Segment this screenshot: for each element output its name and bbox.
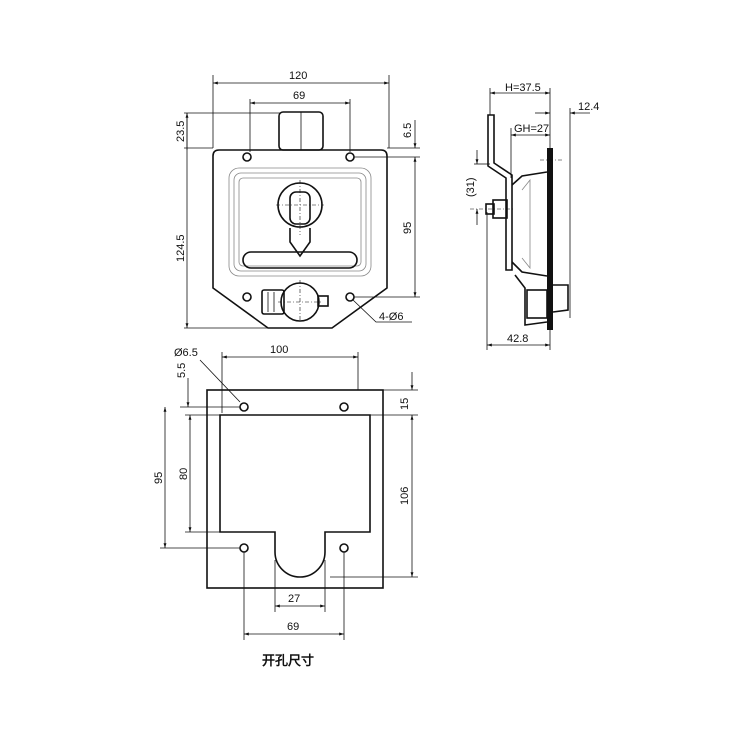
dim-42-8: 42.8 <box>507 333 528 345</box>
dim-95-cutout: 95 <box>153 472 165 484</box>
front-view: 120 69 23.5 124.5 6.5 95 4-Ø6 <box>175 70 420 329</box>
dim-hole-dia: Ø6.5 <box>174 347 198 359</box>
dim-27: 27 <box>288 593 300 605</box>
dim-100: 100 <box>270 344 288 356</box>
cutout-view: Ø6.5 100 5.5 95 80 15 106 27 69 开孔尺寸 <box>153 344 418 668</box>
dim-5-5: 5.5 <box>176 363 188 378</box>
side-view: H=37.5 12.4 GH=27 (31) 42.8 <box>465 82 599 350</box>
dim-69-cutout: 69 <box>287 621 299 633</box>
dim-23-5: 23.5 <box>175 121 187 142</box>
dim-69-front: 69 <box>293 90 305 102</box>
dim-12-4: 12.4 <box>578 101 599 113</box>
dim-gh: GH=27 <box>514 123 549 135</box>
dim-15: 15 <box>399 398 411 410</box>
dim-95-front: 95 <box>402 222 414 234</box>
dim-h: H=37.5 <box>505 82 541 94</box>
dim-31: (31) <box>465 177 477 197</box>
cutout-holes <box>239 402 349 553</box>
dim-4-holes: 4-Ø6 <box>379 311 403 323</box>
dim-120: 120 <box>289 70 307 82</box>
dim-6-5: 6.5 <box>402 123 414 138</box>
dim-106: 106 <box>399 487 411 505</box>
dim-124-5: 124.5 <box>175 234 187 262</box>
cutout-caption: 开孔尺寸 <box>262 653 314 668</box>
dim-80: 80 <box>178 468 190 480</box>
